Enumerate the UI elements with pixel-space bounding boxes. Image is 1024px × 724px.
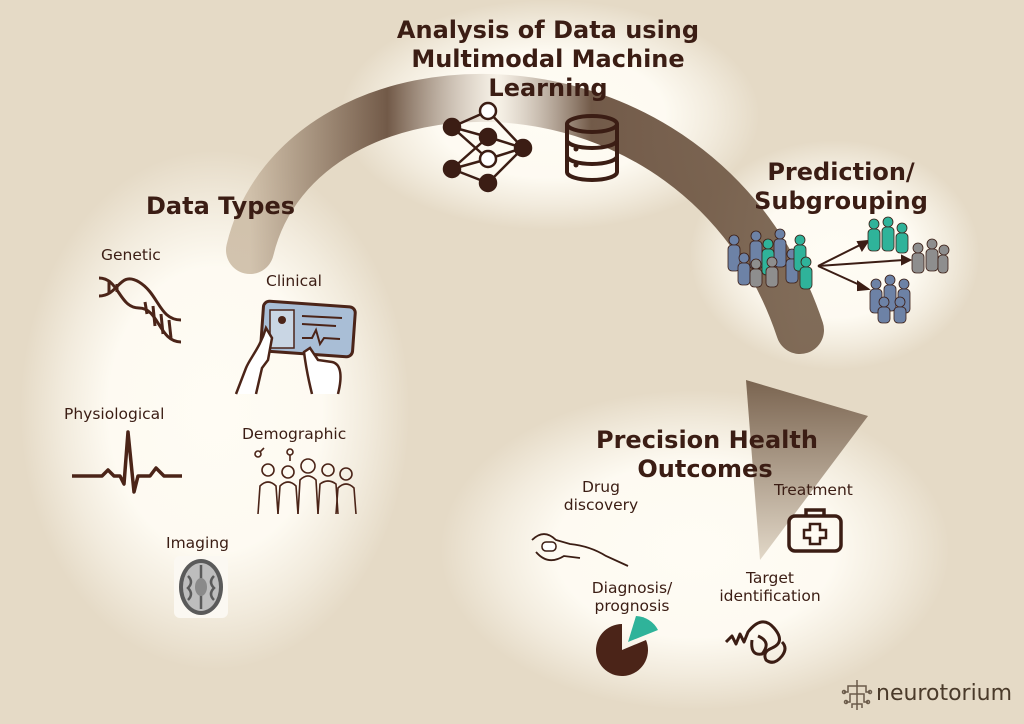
ecg-icon [72,430,182,494]
label-diagnosis-line2: prognosis [594,597,670,615]
prediction-title: Prediction/ Subgrouping [752,158,930,216]
crowd-group-teal [867,216,909,254]
label-imaging: Imaging [166,534,229,552]
crowd-icon [727,216,950,324]
label-target-line1: Target [746,569,794,587]
glow-outcomes [440,390,950,710]
brain-logo-icon [841,680,873,710]
prediction-title-line2: Subgrouping [754,187,928,215]
database-icon [565,114,619,182]
outcomes-title: Precision Health Outcomes [596,426,818,484]
people-icon [254,447,357,515]
flow-arrow-body [226,73,824,354]
outcomes-title-line1: Precision Health [596,426,818,454]
neural-network-icon [442,101,533,193]
dna-icon [98,276,182,344]
pie-chart-icon [596,616,658,676]
label-clinical: Clinical [266,272,322,290]
analysis-title-line3: Learning [488,74,608,102]
data-types-title: Data Types [146,192,296,220]
label-drug-discovery: Drug discovery [556,478,646,514]
analysis-title: Analysis of Data using Multimodal Machin… [380,16,716,103]
brand-name: neurotorium [876,681,1013,706]
label-diagnosis-line1: Diagnosis/ [591,579,673,597]
label-drug-line2: discovery [563,496,639,514]
pill-hand-icon [531,533,629,567]
flow-arrow-head [746,380,868,560]
tablet-icon [234,299,357,395]
label-treatment: Treatment [774,481,853,499]
crowd-arrows [817,239,913,292]
analysis-title-line1: Analysis of Data using [396,16,700,44]
prediction-title-line1: Prediction/ [767,158,915,186]
label-demographic: Demographic [242,425,347,443]
crowd-mixed [727,228,813,290]
label-genetic: Genetic [101,246,161,264]
analysis-title-line2: Multimodal Machine [411,45,685,73]
crowd-group-slate [869,274,911,324]
label-diagnosis: Diagnosis/ prognosis [584,579,680,615]
label-drug-line1: Drug [582,478,620,496]
label-target-line2: identification [719,587,821,605]
brain-scan-icon [174,556,228,618]
label-target-identification: Target identification [714,569,826,605]
crowd-group-gray [911,238,950,274]
label-physiological: Physiological [64,405,165,423]
protein-icon [724,620,787,664]
medical-kit-icon [787,508,843,553]
outcomes-title-line2: Outcomes [637,455,773,483]
